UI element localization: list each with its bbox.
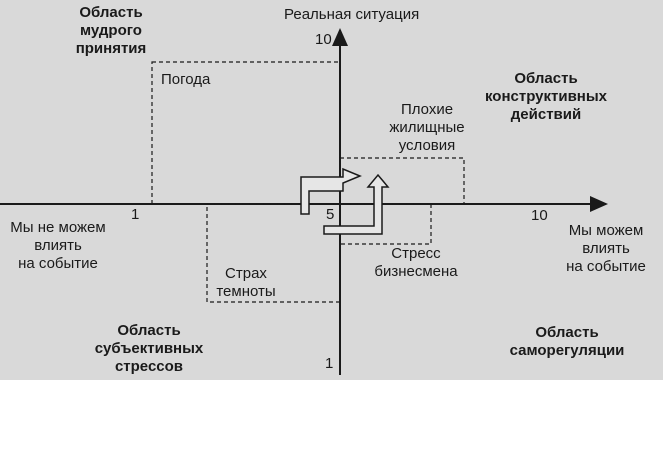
stress-region bbox=[339, 203, 432, 245]
quadrant-constructive-action: Область конструктивных действий bbox=[484, 70, 608, 123]
arrow-to-growth bbox=[323, 173, 390, 235]
quadrant-subjective-stress: Область субъективных стрессов bbox=[94, 322, 204, 375]
y-axis-title: Реальная ситуация bbox=[284, 6, 420, 23]
center-value: 5 bbox=[326, 206, 335, 223]
axis-end-cannot-influence: Мы не можем влиять на событие bbox=[10, 219, 106, 272]
quadrant-self-regulation: Область саморегуляции bbox=[509, 324, 625, 359]
housing-region bbox=[339, 157, 465, 205]
arrow-to-housing bbox=[300, 167, 362, 215]
fear-region bbox=[206, 203, 341, 303]
diagram-figure: Реальная ситуация Область мудрого принят… bbox=[0, 0, 663, 380]
tick-y-top: 10 bbox=[315, 31, 332, 48]
example-fear-of-dark: Страх темноты bbox=[216, 265, 276, 300]
tick-x-left: 1 bbox=[131, 206, 140, 223]
example-weather: Погода bbox=[161, 71, 211, 88]
example-poor-housing: Плохие жилищные условия bbox=[389, 101, 465, 154]
tick-y-bottom: 1 bbox=[325, 355, 334, 372]
example-businessman-stress: Стресс бизнесмена bbox=[374, 245, 458, 280]
quadrant-wise-acceptance: Область мудрого принятия bbox=[75, 4, 147, 57]
tick-x-right: 10 bbox=[531, 207, 548, 224]
diagram-graphics bbox=[0, 28, 608, 375]
axis-end-can-influence: Мы можем влиять на событие bbox=[566, 222, 646, 275]
